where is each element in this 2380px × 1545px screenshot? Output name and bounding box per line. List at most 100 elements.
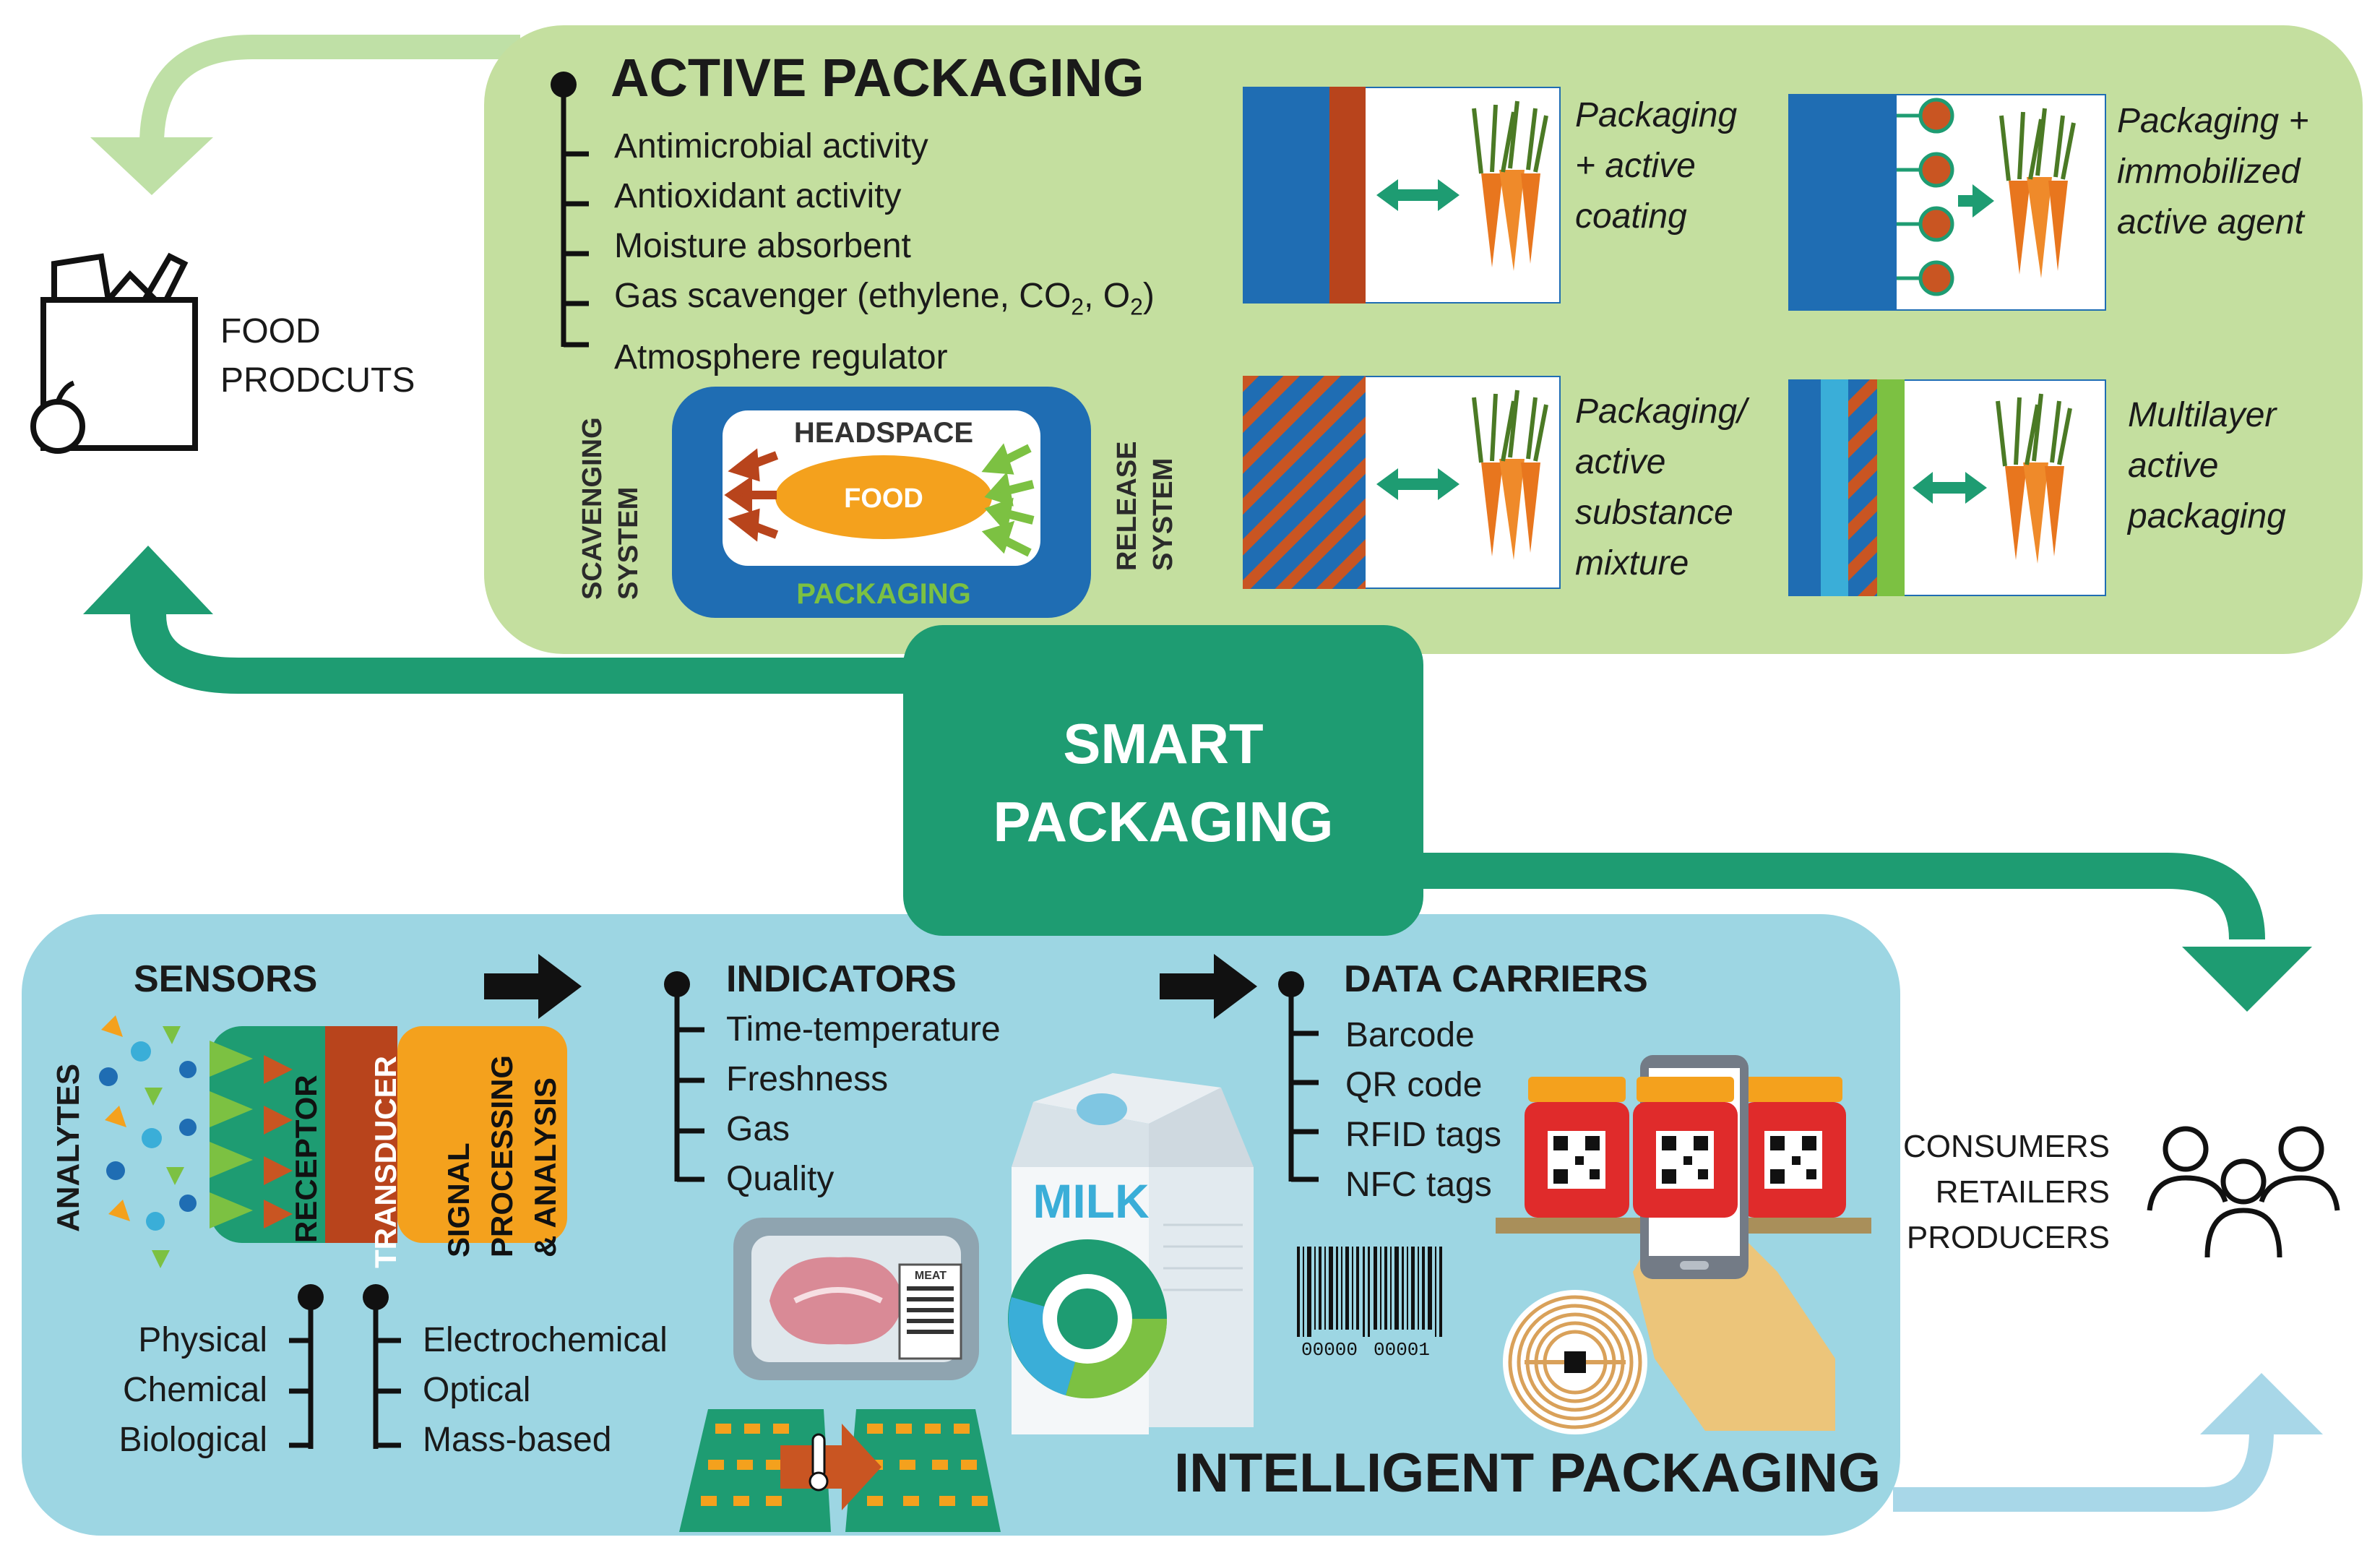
receptor-type-chemical: Chemical	[122, 1371, 267, 1409]
transducer-label: TRANSDUCER	[368, 1056, 402, 1268]
arrow-right-icon	[484, 954, 582, 1019]
intelligent-to-stakeholders-arrow	[1893, 1430, 2274, 1512]
meat-label: MEAT	[915, 1270, 947, 1282]
transducer-types-list: Electrochemical Optical Mass-based	[423, 1315, 668, 1465]
analyte-particles-icon	[99, 1015, 197, 1268]
carrier-nfc: NFC tags	[1345, 1166, 1492, 1204]
immobilized-line2: immobilized	[2117, 152, 2301, 191]
substance-mixture-caption: Packaging/ active substance mixture	[1575, 387, 1747, 589]
qr-jars-phone-icon	[1496, 1055, 1871, 1431]
milk-label: MILK	[1032, 1174, 1150, 1228]
multilayer-line3: packaging	[2128, 497, 2286, 535]
co2-subscript: 2	[1071, 293, 1085, 320]
carrots-icon	[1999, 108, 2076, 278]
smart-line2: PACKAGING	[993, 790, 1334, 853]
smart-line1: SMART	[1063, 712, 1264, 775]
receptor-type-biological: Biological	[118, 1421, 267, 1459]
food-products-label: FOOD PRODCUTS	[220, 307, 415, 405]
stakeholder-producers: PRODUCERS	[1906, 1220, 2110, 1255]
food-label: FOOD	[844, 483, 923, 514]
active-item-atmosphere: Atmosphere regulator	[614, 337, 948, 376]
mixture-line3: substance	[1575, 494, 1733, 532]
coating-line2: + active	[1575, 147, 1696, 185]
indicator-gas: Gas	[726, 1110, 790, 1148]
headspace-diagram: HEADSPACE FOOD PACKAGING	[672, 387, 1091, 618]
active-item-antioxidant: Antioxidant activity	[614, 177, 902, 215]
active-item-gas-scavenger: Gas scavenger (ethylene, CO2, O2)	[614, 271, 1155, 332]
active-coating-panel	[1243, 87, 1561, 304]
indicator-freshness: Freshness	[726, 1060, 889, 1098]
active-coating-caption: Packaging + active coating	[1575, 90, 1737, 242]
indicators-list-connector	[664, 971, 704, 1182]
barcode-icon: 00000 00001	[1297, 1247, 1442, 1361]
receptor-label: RECEPTOR	[289, 1075, 323, 1243]
carrots-icon	[1472, 100, 1548, 271]
smart-to-food-arrow	[130, 613, 910, 694]
food-products-line1: FOOD	[220, 312, 321, 350]
scavenging-system-label: SCAVENGING SYSTEM	[574, 417, 647, 600]
mixture-line1: Packaging/	[1575, 392, 1747, 431]
carrier-rfid: RFID tags	[1345, 1116, 1502, 1154]
active-to-food-arrow	[139, 35, 520, 145]
coating-line1: Packaging	[1575, 96, 1738, 134]
arrow-right-icon	[1160, 954, 1257, 1019]
carrots-icon	[1472, 390, 1548, 560]
immobilized-agent-panel	[1788, 94, 2106, 311]
o2-subscript: 2	[1130, 293, 1143, 320]
mixture-line2: active	[1575, 443, 1666, 481]
meat-tray-icon: MEAT	[733, 1218, 979, 1380]
sensor-diagram	[99, 1015, 567, 1268]
stakeholder-retailers: RETAILERS	[1935, 1174, 2110, 1210]
immobilized-agent-caption: Packaging + immobilized active agent	[2117, 96, 2309, 248]
rfid-tag-icon	[1503, 1290, 1647, 1434]
immobilized-line3: active agent	[2117, 203, 2304, 241]
sensor-types-connector	[289, 1284, 401, 1449]
gas-scavenger-text: Gas scavenger (ethylene, CO	[614, 277, 1072, 315]
stakeholder-consumers: CONSUMERS	[1902, 1129, 2110, 1164]
immobilized-line1: Packaging +	[2117, 102, 2309, 140]
transducer-type-optical: Optical	[423, 1371, 531, 1409]
indicators-list: Time-temperature Freshness Gas Quality	[726, 1004, 1001, 1204]
scavenging-line1: SCAVENGING	[577, 417, 608, 600]
barcode-digits-left: 00000	[1301, 1339, 1358, 1361]
grocery-bag-icon	[30, 252, 198, 454]
data-carriers-title: DATA CARRIERS	[1344, 958, 1648, 1000]
carrots-icon	[1996, 393, 2072, 564]
barcode-digits-right: 00001	[1374, 1339, 1430, 1361]
data-carriers-list: Barcode QR code RFID tags NFC tags	[1345, 1010, 1501, 1210]
multilayer-panel	[1788, 379, 2106, 596]
signal-line3: & ANALYSIS	[528, 1077, 562, 1257]
indicator-time-temperature: Time-temperature	[726, 1010, 1001, 1049]
headspace-label: HEADSPACE	[794, 417, 973, 449]
smart-to-stakeholders-arrow	[1409, 853, 2265, 940]
multilayer-caption: Multilayer active packaging	[2128, 390, 2286, 542]
carrier-qr-code: QR code	[1345, 1066, 1483, 1104]
smart-packaging-box	[903, 625, 1423, 936]
release-line1: RELEASE	[1112, 441, 1142, 571]
transducer-type-electrochemical: Electrochemical	[423, 1321, 668, 1359]
smart-packaging-title: SMART PACKAGING	[903, 705, 1423, 861]
gas-mid-text: , O	[1084, 277, 1131, 315]
active-functions-list: Antimicrobial activity Antioxidant activ…	[614, 121, 1155, 382]
signal-line1: SIGNAL	[441, 1142, 475, 1257]
food-products-line2: PRODCUTS	[220, 361, 415, 400]
mixture-line4: mixture	[1575, 544, 1689, 582]
smart-to-stakeholders-arrowhead	[2182, 947, 2312, 1012]
scavenging-line2: SYSTEM	[613, 486, 644, 600]
active-packaging-title: ACTIVE PACKAGING	[611, 48, 1144, 108]
sensors-title: SENSORS	[134, 958, 318, 1000]
carrier-barcode: Barcode	[1345, 1016, 1475, 1054]
multilayer-line2: active	[2128, 447, 2219, 485]
receptor-types-list: Physical Chemical Biological	[87, 1315, 267, 1465]
intelligent-packaging-title: INTELLIGENT PACKAGING	[1174, 1442, 1881, 1504]
active-item-antimicrobial: Antimicrobial activity	[614, 127, 928, 165]
smart-to-food-arrowhead	[83, 546, 213, 614]
active-list-connector	[551, 72, 589, 348]
coating-line3: coating	[1575, 197, 1687, 236]
users-group-icon	[2147, 1126, 2340, 1258]
time-temperature-indicator-icon	[679, 1409, 1001, 1532]
signal-line2: PROCESSING	[485, 1054, 519, 1257]
multilayer-line1: Multilayer	[2128, 396, 2277, 434]
carriers-list-connector	[1278, 971, 1319, 1182]
active-item-moisture: Moisture absorbent	[614, 227, 911, 265]
